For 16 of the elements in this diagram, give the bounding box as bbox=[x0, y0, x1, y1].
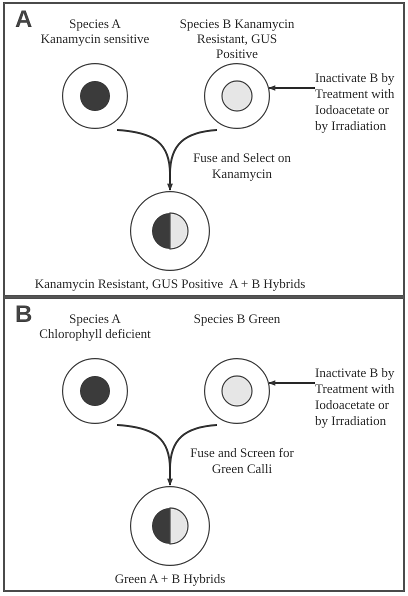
arrow bbox=[167, 424, 218, 486]
treatment-note: Inactivate B by Treatment with Iodoacetate or by Irradiation bbox=[315, 70, 403, 134]
cell-label: Species A Chlorophyll deficient bbox=[38, 311, 152, 341]
treatment-note: Inactivate B by Treatment with Iodoacetate or by Irradiation bbox=[315, 365, 403, 429]
panel-letter: A bbox=[15, 8, 32, 32]
hybrid-label: Kanamycin Resistant, GUS Positive A + B Hybrids bbox=[34, 276, 306, 292]
arrow bbox=[268, 85, 315, 91]
arrow bbox=[268, 380, 315, 386]
arrow bbox=[167, 129, 218, 191]
hybrid-label: Green A + B Hybrids bbox=[114, 571, 226, 587]
panel bbox=[3, 2, 405, 297]
cell-label: Species A Kanamycin sensitive bbox=[40, 16, 150, 46]
panel-letter: B bbox=[15, 303, 32, 327]
cell-label: Species B Kanamycin Resistant, GUS Positive bbox=[178, 16, 296, 61]
cell-label: Species B Green bbox=[194, 311, 280, 326]
panel bbox=[3, 297, 405, 592]
